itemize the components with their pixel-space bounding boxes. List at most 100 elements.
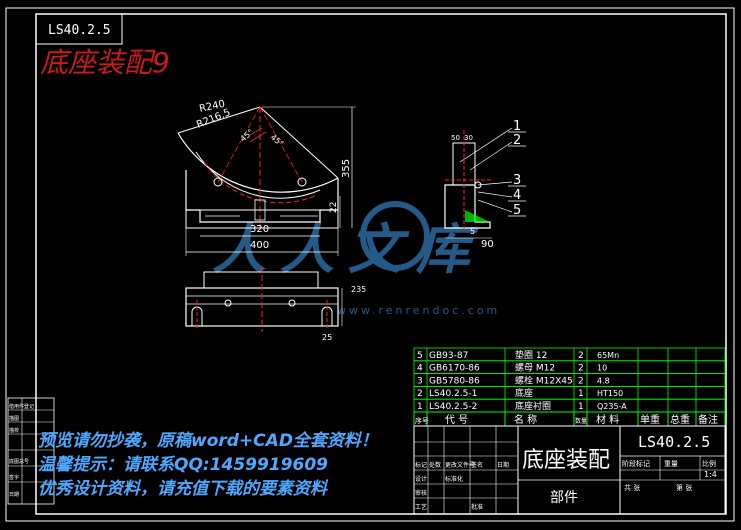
dim-22: 22 — [329, 202, 339, 213]
dim-400: 400 — [250, 240, 269, 251]
bom-cell-no: 4 — [417, 364, 423, 374]
bom-cell-qty: 2 — [578, 364, 584, 374]
base-body — [185, 170, 339, 223]
tb-drawing-code: LS40.2.5 — [638, 433, 710, 451]
watermark-circle — [360, 201, 430, 271]
balloon-1: 1 — [513, 119, 521, 134]
sector-edge-right — [259, 106, 339, 179]
bom-header-note: 备注 — [698, 413, 718, 426]
bom-cell-code: LS40.2.5-1 — [429, 389, 477, 399]
bom-cell-material: Q235-A — [597, 402, 627, 411]
bom-header-code: 代 号 — [445, 414, 468, 426]
code-box — [35, 13, 123, 45]
strip-borrow: 借用件登记 — [9, 403, 34, 410]
dim-25: 25 — [322, 333, 332, 342]
notice-line-2: 温馨提示：请联系QQ:1459919609 — [38, 455, 328, 475]
front-angle-line-right — [259, 106, 303, 183]
notice-line-1: 预览请勿抄袭，原稿word+CAD全套资料！ — [38, 431, 378, 451]
dim-5: 5 — [470, 227, 475, 236]
balloon-2: 2 — [513, 133, 521, 148]
front-view: 320 400 355 22 R240 R216.5 45° 45° — [177, 99, 356, 256]
bom-cell-no: 2 — [417, 389, 423, 399]
tb-standard: 标准化 — [445, 475, 463, 483]
bom-cell-no: 1 — [417, 402, 423, 412]
inner-border — [35, 13, 727, 515]
dim-angle-left: 45° — [239, 128, 256, 144]
title-block: 标记 处数 更改文件号 签名 日期 设计 标准化 审核 工艺 批准 底座装配 部… — [413, 425, 726, 515]
side-view: 50 30 5 90 1 2 3 4 5 — [444, 119, 526, 250]
bom-cell-no: 5 — [417, 351, 423, 361]
plan-view: 235 25 — [185, 266, 366, 342]
bom-header-qty: 数量 — [575, 417, 587, 425]
tb-scale: 1:4 — [704, 470, 717, 479]
watermark-url: www.renrendoc.com — [337, 304, 500, 317]
notice-overlay: 预览请勿抄袭，原稿word+CAD全套资料！ 温馨提示：请联系QQ:145991… — [38, 431, 378, 499]
strip-base-no: 底图总号 — [9, 458, 29, 465]
tb-count: 处数 — [429, 461, 441, 469]
bom-cell-code: GB93-87 — [429, 351, 468, 361]
bom-cell-qty: 1 — [578, 389, 584, 399]
strip-check: 描校 — [9, 427, 19, 434]
bom-cell-name: 螺母 M12 — [515, 363, 555, 374]
bom-header-unit-wt: 单重 — [640, 413, 660, 426]
watermark: 人人文库 www.renrendoc.com — [212, 201, 500, 317]
bom-cell-name: 垫圈 12 — [515, 349, 547, 361]
dim-r240: R240 — [198, 99, 226, 115]
base-plate — [185, 209, 339, 229]
dim-235: 235 — [351, 285, 366, 294]
sector-outer-arc — [177, 132, 339, 193]
notice-line-3: 优秀设计资料，请充值下载的要素资料 — [38, 479, 329, 499]
balloon-3: 3 — [513, 173, 521, 188]
tb-sheet-no: 第 张 — [676, 483, 692, 492]
outer-border — [5, 7, 735, 522]
bom-cell-code: GB5780-86 — [429, 376, 480, 386]
bom-cell-material: 65Mn — [597, 351, 619, 360]
balloon-5: 5 — [513, 203, 521, 218]
bom-cell-qty: 2 — [578, 376, 584, 386]
tb-sign: 签名 — [471, 461, 483, 469]
dim-30: 30 — [464, 134, 473, 142]
dim-50: 50 — [451, 134, 460, 142]
bolt-hole-right — [297, 177, 307, 187]
dim-320: 320 — [250, 224, 269, 235]
side-hatch — [465, 210, 490, 222]
bom-header-total-wt: 总重 — [670, 413, 690, 426]
sector-inner-arc — [195, 151, 321, 199]
tb-approve: 批准 — [471, 503, 483, 511]
bom-header-material: 材 料 — [596, 413, 619, 426]
sheet-title: 底座装配9 — [40, 46, 170, 79]
bom-cell-name: 底座衬圈 — [515, 400, 551, 412]
strip-date: 日期 — [9, 492, 19, 498]
tb-weight: 重量 — [664, 460, 678, 468]
balloon-4: 4 — [513, 188, 521, 203]
tb-stage: 阶段标记 — [622, 459, 650, 468]
tb-process: 工艺 — [415, 503, 427, 511]
tb-scale-label: 比例 — [702, 459, 716, 468]
bom-cell-name: 螺栓 M12X45 — [515, 374, 573, 386]
bom-cell-qty: 1 — [578, 402, 584, 412]
bom-cell-code: GB6170-86 — [429, 364, 480, 374]
plan-top — [203, 271, 319, 289]
front-angle-line-left — [217, 106, 261, 183]
bom-header-name: 名 称 — [514, 413, 537, 426]
tb-design: 设计 — [415, 475, 427, 483]
bom-cell-material: 4.8 — [597, 376, 610, 385]
bolt-hole-left — [213, 177, 223, 187]
bom-header-no: 序号 — [415, 416, 429, 425]
bom-cell-material: 10 — [597, 364, 607, 373]
bom-header: 序号 代 号 名 称 数量 材 料 单重 总重 备注 — [413, 411, 726, 427]
tb-review: 审核 — [415, 489, 427, 497]
dim-angle-right: 45° — [269, 133, 286, 149]
sector-edge-left — [177, 106, 261, 134]
dim-90: 90 — [481, 239, 494, 250]
dim-355: 355 — [341, 159, 352, 178]
bom-cell-qty: 2 — [578, 351, 584, 361]
code-box-text: LS40.2.5 — [48, 23, 111, 38]
tb-drawing-title: 底座装配 — [522, 448, 610, 473]
tb-date: 日期 — [497, 461, 509, 469]
tb-mark: 标记 — [415, 461, 427, 469]
tb-sheet-total: 共 张 — [624, 483, 640, 492]
left-strip: 借用件登记 描图 描校 底图总号 签字 日期 — [7, 397, 55, 505]
